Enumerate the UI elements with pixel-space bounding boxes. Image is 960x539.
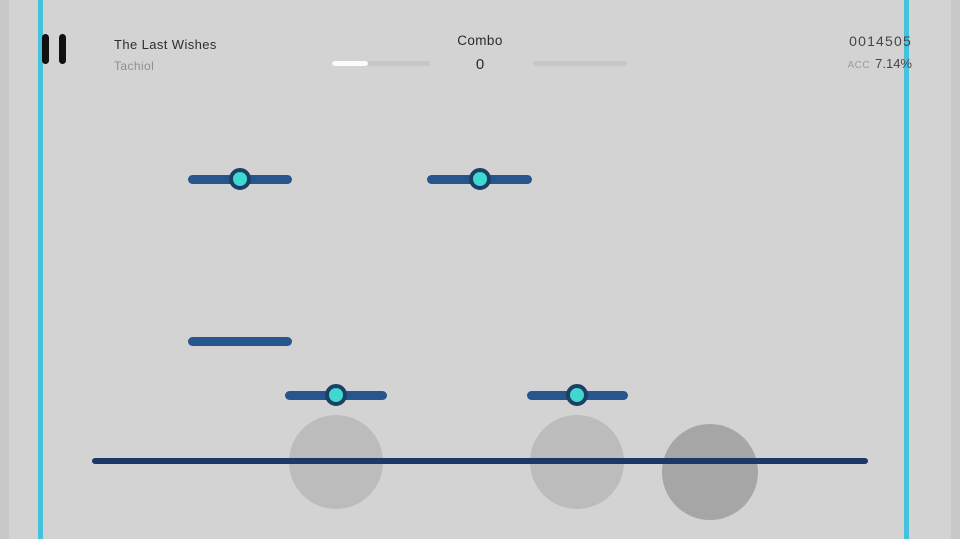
accuracy-label: ACC	[847, 60, 871, 71]
song-title: The Last Wishes	[114, 37, 217, 52]
score-value: 0014505	[849, 33, 912, 49]
pause-icon	[59, 34, 66, 64]
right-edge-shade	[951, 0, 960, 539]
pause-button[interactable]	[42, 34, 67, 64]
note-head[interactable]	[228, 167, 251, 190]
progress-bar-right	[533, 61, 627, 66]
hit-effect-circle	[662, 424, 758, 520]
score-block: 0014505 ACC 7.14%	[848, 33, 913, 71]
right-track-line	[904, 0, 909, 539]
song-info: The Last Wishes Tachiol	[114, 37, 217, 73]
song-artist: Tachiol	[114, 59, 155, 73]
note-head[interactable]	[468, 167, 491, 190]
note-bar[interactable]	[188, 336, 292, 346]
note-head[interactable]	[324, 383, 347, 406]
progress-bar-fill	[332, 61, 369, 66]
pause-icon	[42, 34, 49, 64]
accuracy-row: ACC 7.14%	[848, 56, 913, 71]
left-track-line	[38, 0, 43, 539]
accuracy-value: 7.14%	[875, 56, 912, 71]
left-edge-shade	[0, 0, 9, 539]
judgment-line	[92, 458, 868, 464]
note-head[interactable]	[565, 383, 588, 406]
progress-bar-left	[332, 61, 430, 66]
